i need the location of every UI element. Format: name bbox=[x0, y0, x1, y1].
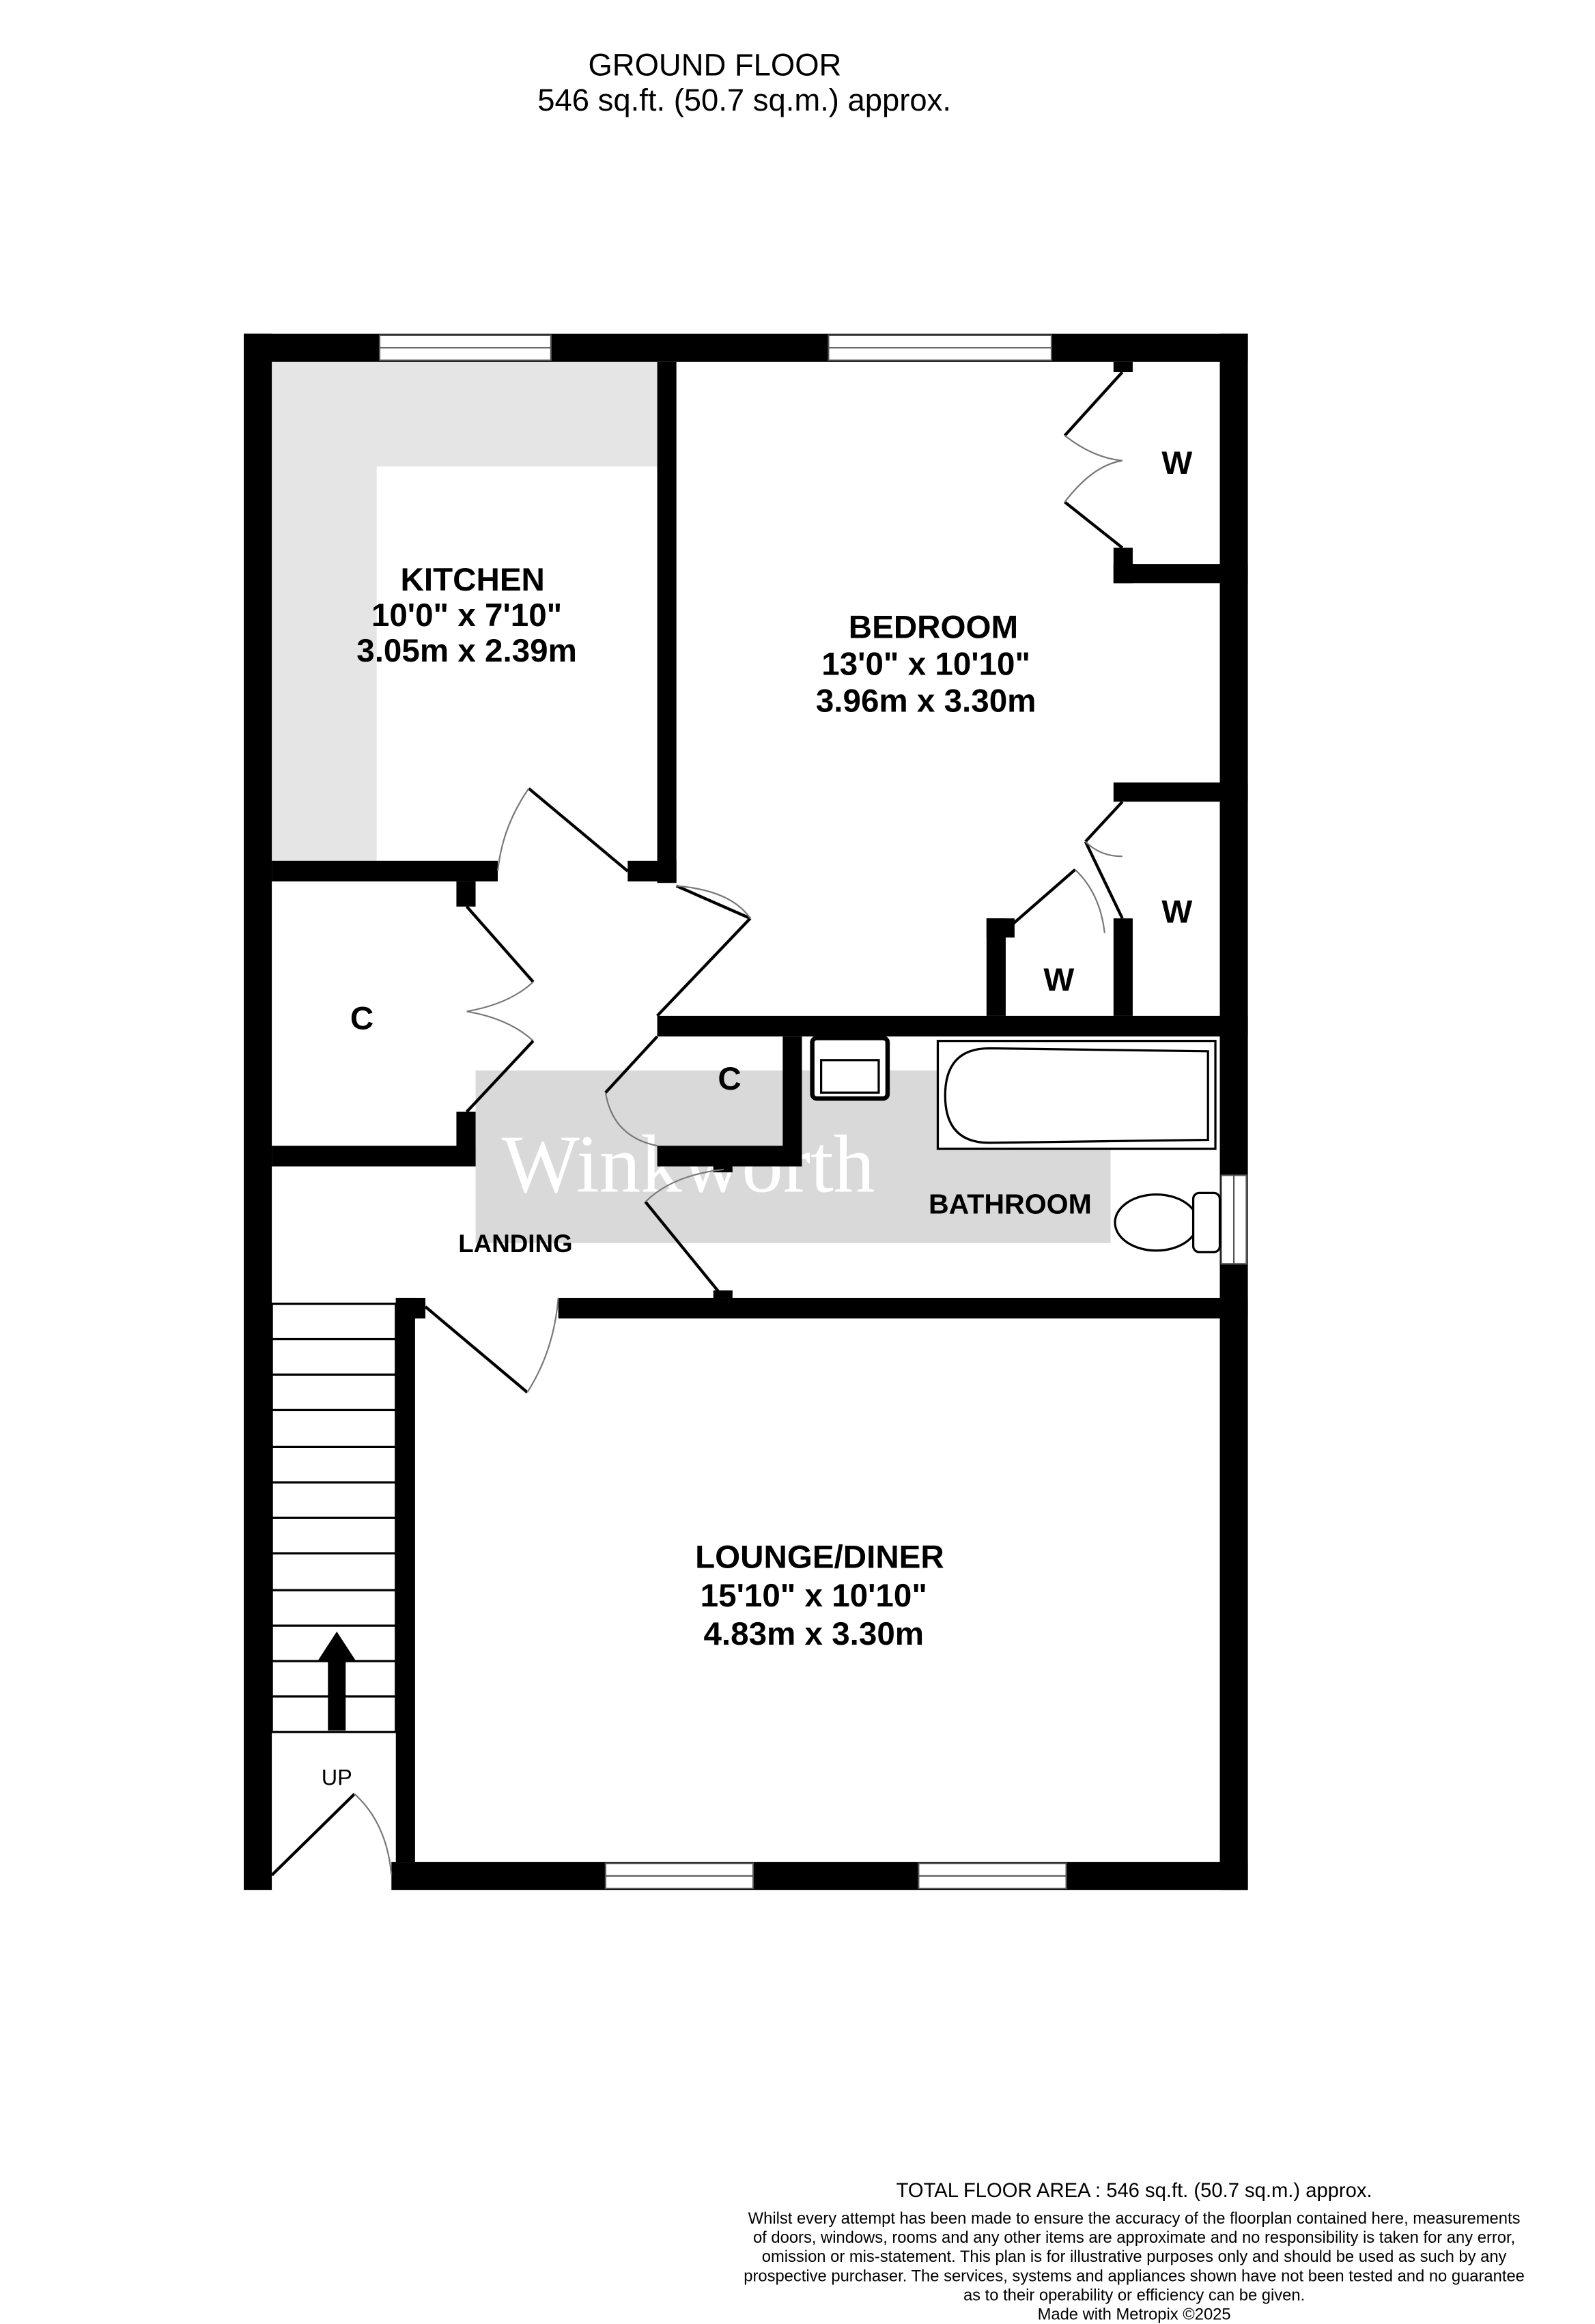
watermark: Winkworth bbox=[475, 1070, 1111, 1243]
floor-title: GROUND FLOOR bbox=[588, 47, 841, 82]
svg-text:3.05m x 2.39m: 3.05m x 2.39m bbox=[356, 633, 577, 669]
wardrobe-label: W bbox=[1161, 894, 1192, 931]
kitchen-label: KITCHEN 10'0" x 7'10" 3.05m x 2.39m bbox=[356, 562, 577, 669]
svg-text:13'0" x 10'10": 13'0" x 10'10" bbox=[821, 646, 1030, 682]
disclaimer-line: as to their operability or efficiency ca… bbox=[963, 2286, 1305, 2304]
floor-area: 546 sq.ft. (50.7 sq.m.) approx. bbox=[537, 83, 951, 117]
svg-text:4.83m x 3.30m: 4.83m x 3.30m bbox=[703, 1616, 924, 1652]
svg-text:BEDROOM: BEDROOM bbox=[849, 609, 1018, 645]
windows bbox=[378, 334, 1247, 1890]
made-with-credit: Made with Metropix ©2025 bbox=[1038, 2306, 1231, 2324]
svg-text:KITCHEN: KITCHEN bbox=[401, 562, 545, 598]
landing-label: LANDING bbox=[458, 1230, 572, 1258]
svg-text:3.96m x 3.30m: 3.96m x 3.30m bbox=[816, 683, 1036, 719]
cupboard-label: C bbox=[350, 1000, 373, 1036]
total-floor-area: TOTAL FLOOR AREA : 546 sq.ft. (50.7 sq.m… bbox=[897, 2180, 1372, 2202]
bathroom-fixtures bbox=[810, 1036, 1222, 1253]
arrow-up-icon bbox=[317, 1631, 356, 1731]
cupboard-label: C bbox=[718, 1061, 741, 1097]
doors bbox=[270, 371, 1124, 1877]
svg-text:15'10" x 10'10": 15'10" x 10'10" bbox=[701, 1578, 927, 1614]
footer: TOTAL FLOOR AREA : 546 sq.ft. (50.7 sq.m… bbox=[744, 2180, 1525, 2323]
disclaimer-line: of doors, windows, rooms and any other i… bbox=[753, 2228, 1515, 2247]
svg-text:LOUNGE/DINER: LOUNGE/DINER bbox=[695, 1540, 944, 1576]
lounge-label: LOUNGE/DINER 15'10" x 10'10" 4.83m x 3.3… bbox=[695, 1540, 944, 1652]
disclaimer-line: prospective purchaser. The services, sys… bbox=[744, 2267, 1525, 2285]
wardrobe-label: W bbox=[1043, 962, 1074, 998]
kitchen-floor bbox=[376, 466, 658, 864]
disclaimer-line: Whilst every attempt has been made to en… bbox=[748, 2209, 1521, 2228]
bathroom-label: BATHROOM bbox=[929, 1189, 1092, 1220]
stairs-label: UP bbox=[322, 1766, 352, 1790]
bedroom-label: BEDROOM 13'0" x 10'10" 3.96m x 3.30m bbox=[816, 609, 1036, 719]
disclaimer-line: omission or mis-statement. This plan is … bbox=[762, 2248, 1507, 2266]
staircase[interactable] bbox=[270, 1302, 397, 1733]
wardrobe-label: W bbox=[1161, 445, 1192, 481]
toilet bbox=[1114, 1193, 1199, 1252]
svg-text:10'0" x 7'10": 10'0" x 7'10" bbox=[371, 597, 562, 634]
